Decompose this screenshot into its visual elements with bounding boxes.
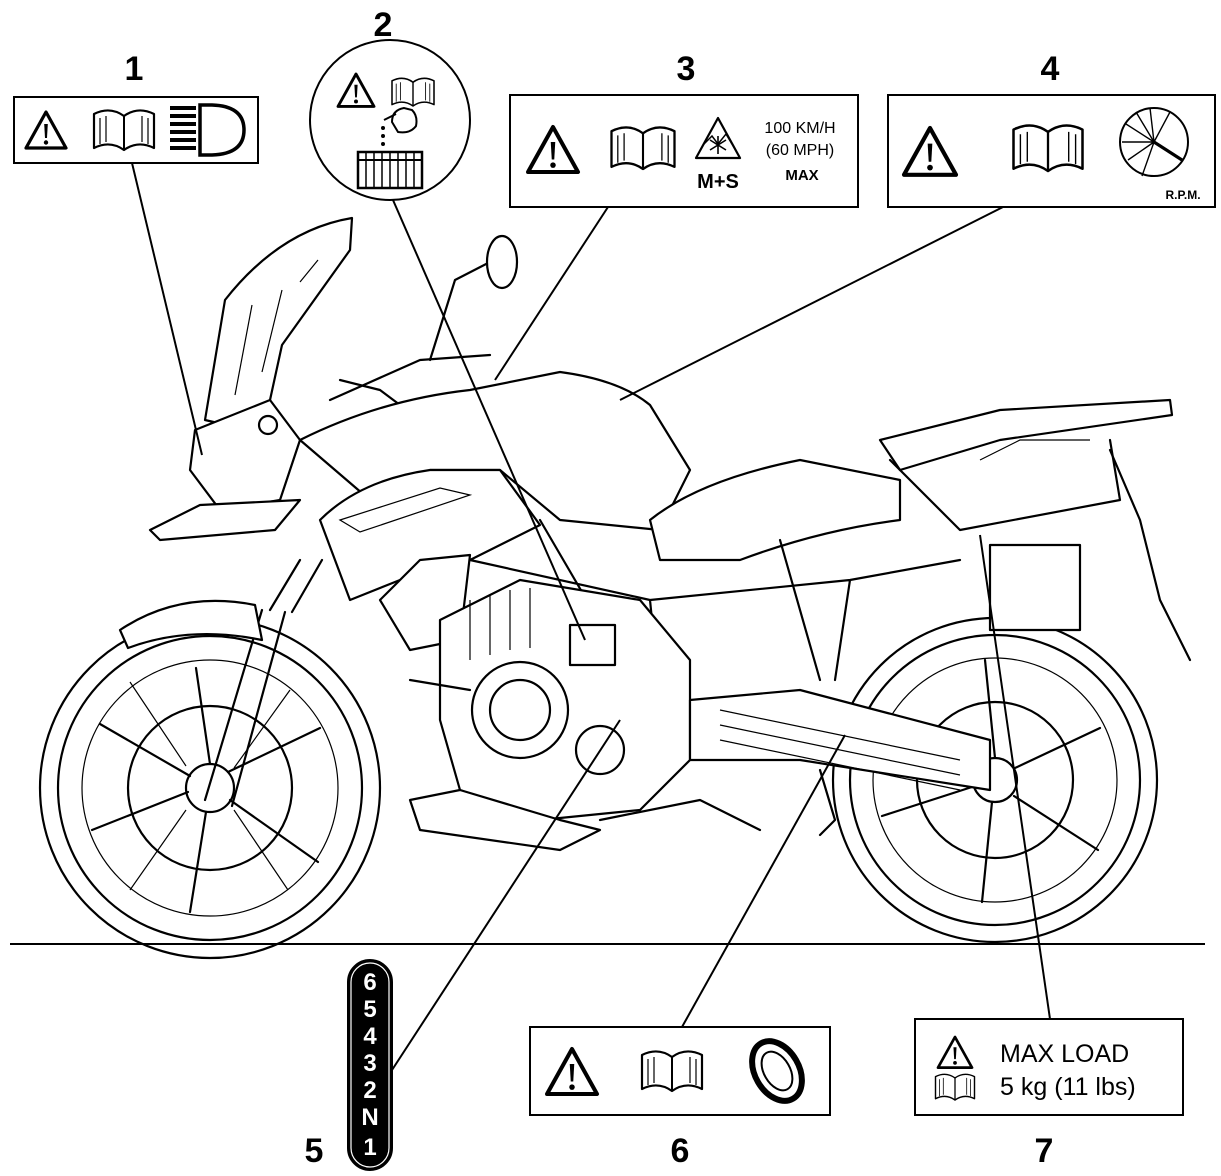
- open-book-icon: [640, 1050, 704, 1093]
- callout-2: 2: [309, 6, 586, 641]
- open-book-icon: [92, 109, 156, 152]
- callout-2-number: 2: [374, 6, 393, 44]
- callout-4-number: 4: [1041, 50, 1060, 88]
- callout-5-number: 5: [305, 1132, 324, 1170]
- speed-max-text: MAX: [785, 167, 818, 184]
- callout-6: 6: [529, 734, 846, 1170]
- leader-line-5: [391, 719, 621, 1071]
- gear-label: 2: [363, 1077, 376, 1104]
- max-load-text: MAX LOAD: [1000, 1040, 1129, 1068]
- callout-7-number: 7: [1035, 1132, 1054, 1170]
- tachometer-icon: [1119, 107, 1189, 177]
- callout-3-number: 3: [677, 50, 696, 88]
- callout-6-number: 6: [671, 1132, 690, 1170]
- callout-3: 3 M+S 100 KM/H (60 MPH) MAX: [494, 50, 859, 381]
- open-book-icon: [391, 77, 435, 107]
- gear-label: 4: [363, 1023, 377, 1050]
- coolant-can-icon: [381, 106, 418, 146]
- radiator-icon: [356, 150, 424, 190]
- speed-mph-text: (60 MPH): [766, 142, 834, 159]
- headlight-icon: [170, 103, 246, 157]
- gear-label: 1: [363, 1134, 376, 1161]
- open-book-icon: [934, 1073, 976, 1101]
- gear-label: N: [361, 1104, 378, 1131]
- callout-4: 4 R.P.M.: [619, 50, 1216, 401]
- callout-1-number: 1: [125, 50, 144, 88]
- callout-5: 6 5 4 3 2 N 1 5: [305, 719, 621, 1171]
- leader-line-7: [979, 534, 1051, 1020]
- callout-1: 1: [13, 50, 259, 456]
- open-book-icon: [610, 126, 676, 171]
- max-load-value-text: 5 kg (11 lbs): [1000, 1073, 1136, 1101]
- snowflake-mountain-icon: [694, 116, 742, 160]
- gear-label: 6: [363, 969, 376, 996]
- leader-line-4: [619, 206, 1004, 401]
- rpm-text: R.P.M.: [1165, 188, 1200, 202]
- gear-indicator-pill: [347, 959, 393, 1171]
- gear-label: 3: [363, 1050, 376, 1077]
- speed-kmh-text: 100 KM/H: [764, 120, 835, 137]
- open-book-icon: [1012, 124, 1084, 173]
- gear-label: 5: [363, 996, 376, 1023]
- leader-line-3: [494, 206, 609, 381]
- rear-wheel: [831, 616, 1159, 944]
- front-wheel: [38, 616, 382, 960]
- leader-line-1: [131, 162, 203, 456]
- callout-7: MAX LOAD 5 kg (11 lbs) 7: [914, 534, 1184, 1170]
- tyre-rating-text: M+S: [697, 171, 739, 193]
- motorcycle-drawing: [38, 216, 1192, 960]
- drive-ring-icon: [749, 1038, 805, 1104]
- leader-line-2: [392, 199, 586, 641]
- leader-line-6: [681, 734, 846, 1028]
